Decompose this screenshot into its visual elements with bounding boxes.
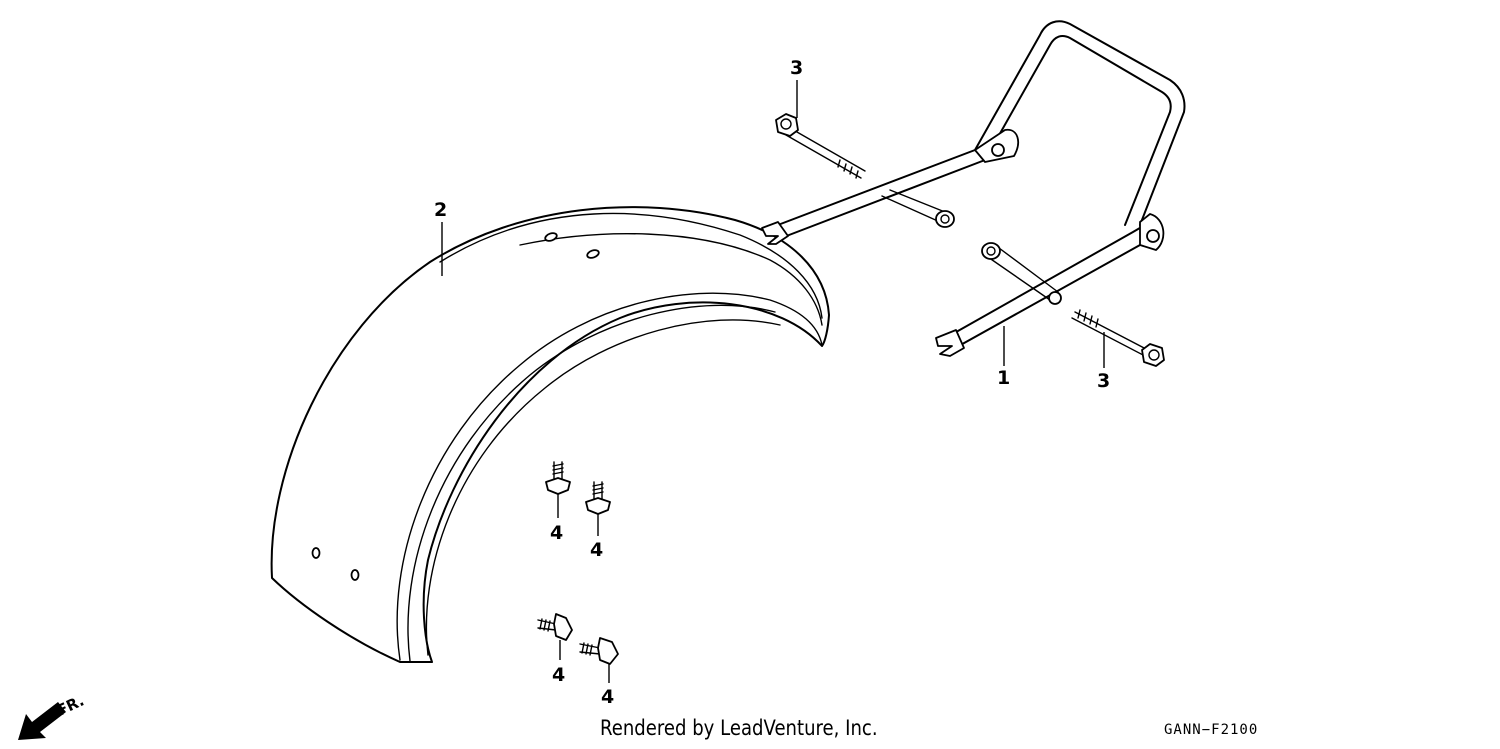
leader-lines bbox=[441, 80, 1105, 683]
callout-stud-a: 4 bbox=[550, 522, 563, 544]
stud-b[interactable] bbox=[585, 481, 611, 515]
front-label: FR. bbox=[54, 692, 87, 720]
render-credit: Rendered by LeadVenture, Inc. bbox=[600, 716, 878, 740]
callout-stud-b: 4 bbox=[590, 539, 603, 561]
grab-rail[interactable] bbox=[761, 20, 1186, 357]
diagram-code: GANN−F2100 bbox=[1164, 722, 1259, 738]
front-direction-indicator: FR. bbox=[18, 692, 87, 740]
front-arrow-icon bbox=[18, 702, 66, 740]
callout-fender: 2 bbox=[434, 199, 447, 221]
callout-bolt-top: 3 bbox=[790, 57, 803, 79]
callout-grab-rail: 1 bbox=[997, 367, 1010, 389]
stud-c[interactable] bbox=[537, 613, 573, 641]
bolt-top[interactable] bbox=[775, 113, 866, 179]
callout-bolt-right: 3 bbox=[1097, 370, 1110, 392]
stud-a[interactable] bbox=[545, 461, 571, 495]
rear-fender[interactable] bbox=[270, 206, 830, 663]
stud-d[interactable] bbox=[579, 637, 619, 665]
bolt-right[interactable] bbox=[1071, 309, 1165, 367]
callout-stud-d: 4 bbox=[601, 686, 614, 708]
callout-stud-c: 4 bbox=[552, 664, 565, 686]
